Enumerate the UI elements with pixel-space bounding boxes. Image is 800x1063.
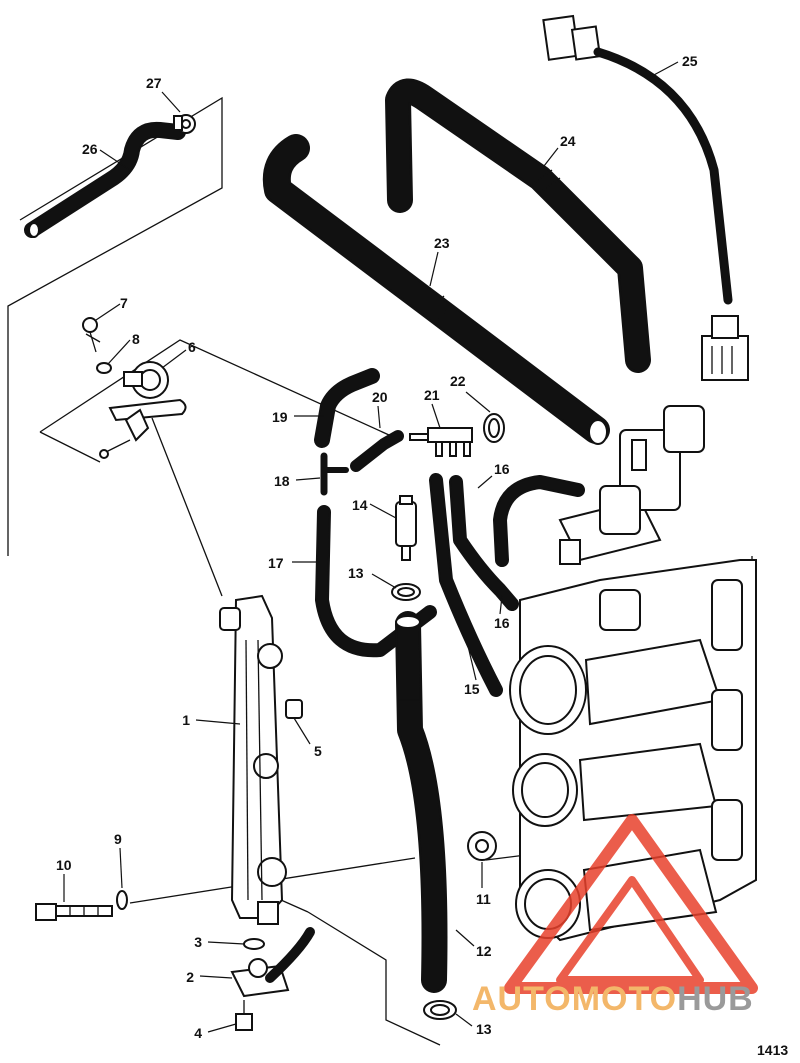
hose-23 [262, 134, 610, 445]
callout-17: 17 [268, 555, 284, 571]
hose-12 [395, 611, 448, 993]
callout-20: 20 [372, 389, 388, 405]
regulator-6 [99, 361, 187, 459]
callout-4: 4 [194, 1025, 202, 1041]
callout-24: 24 [560, 133, 576, 149]
hose-20 [350, 430, 404, 472]
callout-3: 3 [194, 934, 202, 950]
callout-7: 7 [120, 295, 128, 311]
callout-6: 6 [188, 339, 196, 355]
fitting-21 [409, 427, 473, 457]
bolt-10 [35, 903, 113, 921]
hose-26 [24, 121, 186, 238]
callout-18: 18 [274, 473, 290, 489]
leader-lines [63, 61, 679, 1033]
callout-21: 21 [424, 387, 440, 403]
callout-labels: 1 2 3 4 5 6 7 8 9 10 11 13 12 13 14 15 1… [56, 53, 698, 1041]
callout-1: 1 [182, 712, 190, 728]
hose-16b [493, 475, 585, 567]
callout-25: 25 [682, 53, 698, 69]
oring-8 [96, 362, 112, 374]
clamp-13-upper [391, 583, 421, 601]
grommet-11 [467, 831, 497, 861]
clamp-13-lower [423, 1000, 457, 1020]
watermark-text: AUTOMOTOHUB [472, 980, 754, 1019]
hose-19 [314, 368, 380, 448]
watermark-logo [504, 814, 758, 994]
callout-10: 10 [56, 857, 72, 873]
callout-22: 22 [450, 373, 466, 389]
callout-16-upper: 16 [494, 461, 510, 477]
throttle-body-assembly [509, 405, 757, 942]
callout-23: 23 [434, 235, 450, 251]
callout-2: 2 [186, 969, 194, 985]
callout-8: 8 [132, 331, 140, 347]
fuel-rail-1 [219, 594, 287, 925]
callout-13-upper: 13 [348, 565, 364, 581]
hose-15 [429, 473, 503, 697]
hose-17 [315, 505, 437, 658]
fitting-5 [285, 699, 303, 719]
washer-9 [116, 890, 128, 910]
hose-16a [449, 475, 519, 611]
filter-14 [395, 495, 417, 561]
callout-5: 5 [314, 743, 322, 759]
callout-27: 27 [146, 75, 162, 91]
oring-3 [243, 938, 265, 950]
watermark-text-part1: AUTOMOTO [472, 980, 678, 1018]
fitting-2 [230, 927, 315, 998]
callout-26: 26 [82, 141, 98, 157]
callout-15: 15 [464, 681, 480, 697]
callout-9: 9 [114, 831, 122, 847]
tee-18 [320, 452, 349, 496]
callout-16-lower: 16 [494, 615, 510, 631]
callout-12: 12 [476, 943, 492, 959]
callout-14: 14 [352, 497, 368, 513]
screw-4 [235, 1000, 253, 1031]
callout-11: 11 [476, 891, 491, 907]
watermark-text-part2: HUB [677, 980, 754, 1018]
figure-number: 1413 [757, 1042, 789, 1058]
hose-24 [385, 78, 651, 373]
callout-13-lower: 13 [476, 1021, 492, 1037]
callout-19: 19 [272, 409, 288, 425]
clamp-22 [483, 413, 505, 443]
screw-7 [82, 317, 101, 353]
harness-25 [542, 14, 749, 381]
clamp-27 [173, 114, 196, 134]
